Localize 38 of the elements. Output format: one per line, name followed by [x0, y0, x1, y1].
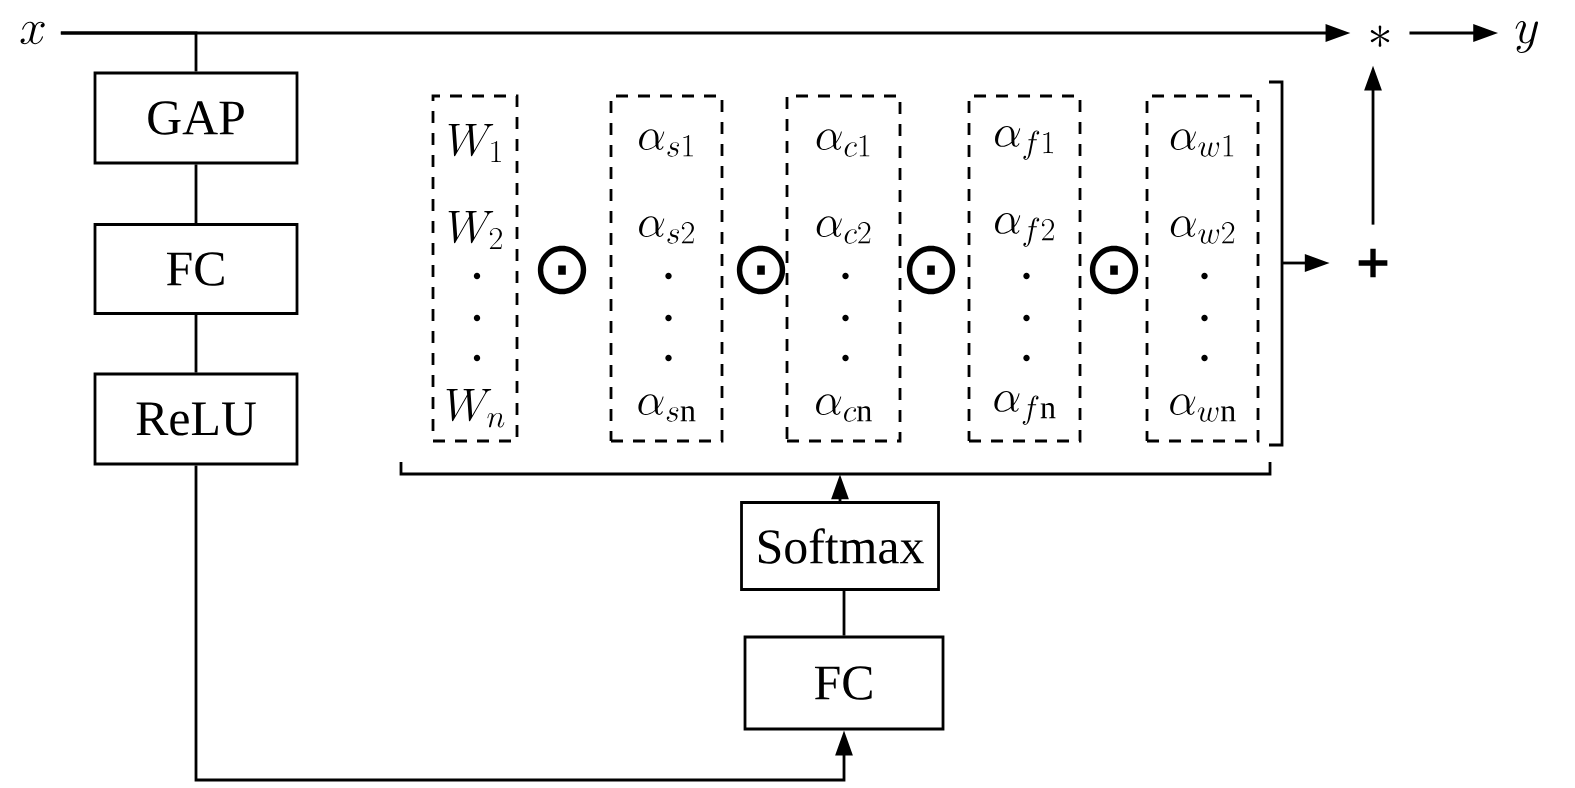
vector-entry: $\alpha_{w2}$ — [1170, 216, 1235, 244]
process-box: FC — [93, 223, 299, 315]
vector-entry: $\alpha_{s\mathrm{n}}$ — [638, 394, 696, 422]
variable-label: $x$ — [20, 21, 45, 45]
vector-entry: $W_{2}$ — [448, 210, 502, 250]
operator-symbol: ⊙ — [906, 245, 956, 295]
process-box: GAP — [93, 71, 299, 165]
vector-entry: $\alpha_{f\mathrm{n}}$ — [994, 391, 1056, 425]
vector-entry: $W_{n}$ — [446, 388, 505, 428]
dashed-vector-box — [967, 94, 1082, 443]
vector-entry: $\alpha_{c1}$ — [816, 129, 870, 157]
vector-entry: $\alpha_{s1}$ — [639, 129, 693, 157]
variable-label: $y$ — [1515, 20, 1539, 54]
vector-entry: $\alpha_{c\mathrm{n}}$ — [816, 394, 872, 422]
vector-entry: $\alpha_{s2}$ — [639, 216, 694, 244]
operator-symbol: $*$ — [1370, 25, 1390, 47]
connector-line — [60, 31, 198, 72]
vector-entry: $\alpha_{c2}$ — [816, 216, 871, 244]
vector-entry: $\alpha_{w1}$ — [1170, 129, 1234, 157]
operator-symbol: ⊙ — [736, 245, 786, 295]
dashed-vector-box — [785, 94, 902, 443]
operator-symbol: ⊙ — [1089, 245, 1139, 295]
dashed-vector-box — [431, 94, 519, 443]
vector-entry: $\alpha_{f2}$ — [995, 213, 1054, 247]
operator-symbol: ⊙ — [537, 245, 587, 295]
process-box: Softmax — [740, 501, 940, 591]
connector-line — [842, 590, 846, 636]
vector-entry: $W_{1}$ — [448, 123, 501, 163]
arrow — [194, 465, 853, 782]
vector-entry: $\alpha_{f1}$ — [995, 126, 1053, 160]
connector-line — [194, 314, 198, 373]
operator-symbol: + — [1358, 248, 1388, 278]
dashed-vector-box — [609, 94, 724, 443]
vector-entry: $\alpha_{w\mathrm{n}}$ — [1170, 394, 1236, 422]
process-box: FC — [743, 635, 945, 731]
connector-line — [194, 164, 198, 224]
dashed-vector-box — [1145, 94, 1260, 443]
process-box: ReLU — [93, 372, 299, 466]
